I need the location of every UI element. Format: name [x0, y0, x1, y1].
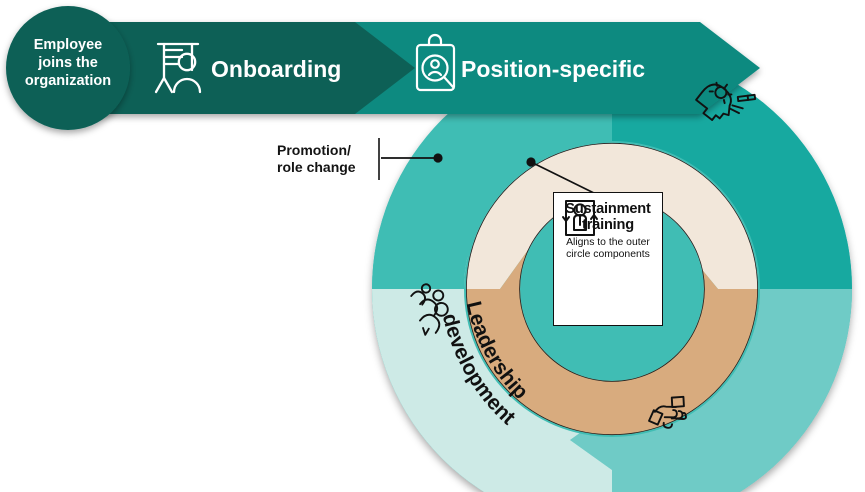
ring-label-behavioral-skills: Behavioral skills [0, 0, 166, 5]
banner-label-position-specific: Position-specific [461, 56, 645, 82]
handshake-icon [648, 395, 687, 429]
card-subtitle: Aligns to the outer circle components [566, 236, 650, 260]
reentry-label-line1: Promotion/ [277, 142, 351, 158]
banner-label-onboarding: Onboarding [211, 56, 341, 82]
banner-group [40, 22, 760, 114]
center-connector [526, 157, 601, 197]
start-pill-label: Employee [34, 37, 103, 53]
start-pill-circle[interactable] [6, 6, 130, 130]
clipboard-search-icon [415, 33, 456, 92]
reentry-connector [378, 138, 443, 180]
svg-text:joins the: joins the [37, 55, 98, 71]
head-gear-wrench-icon [695, 81, 757, 121]
svg-text:organization: organization [25, 73, 111, 89]
presentation-board-icon [154, 42, 202, 94]
reentry-label-line2: role change [277, 159, 356, 175]
banner-step-onboarding[interactable] [40, 22, 415, 114]
sustainment-training-card[interactable]: Sustainment training Aligns to the outer… [553, 192, 663, 326]
start-pill-group[interactable] [6, 6, 130, 130]
people-group-icon [410, 283, 449, 336]
ring-label-technical-skills: Technical skills [0, 0, 154, 5]
card-title: Sustainment training [565, 201, 651, 233]
person-cycle-icon [562, 200, 598, 236]
